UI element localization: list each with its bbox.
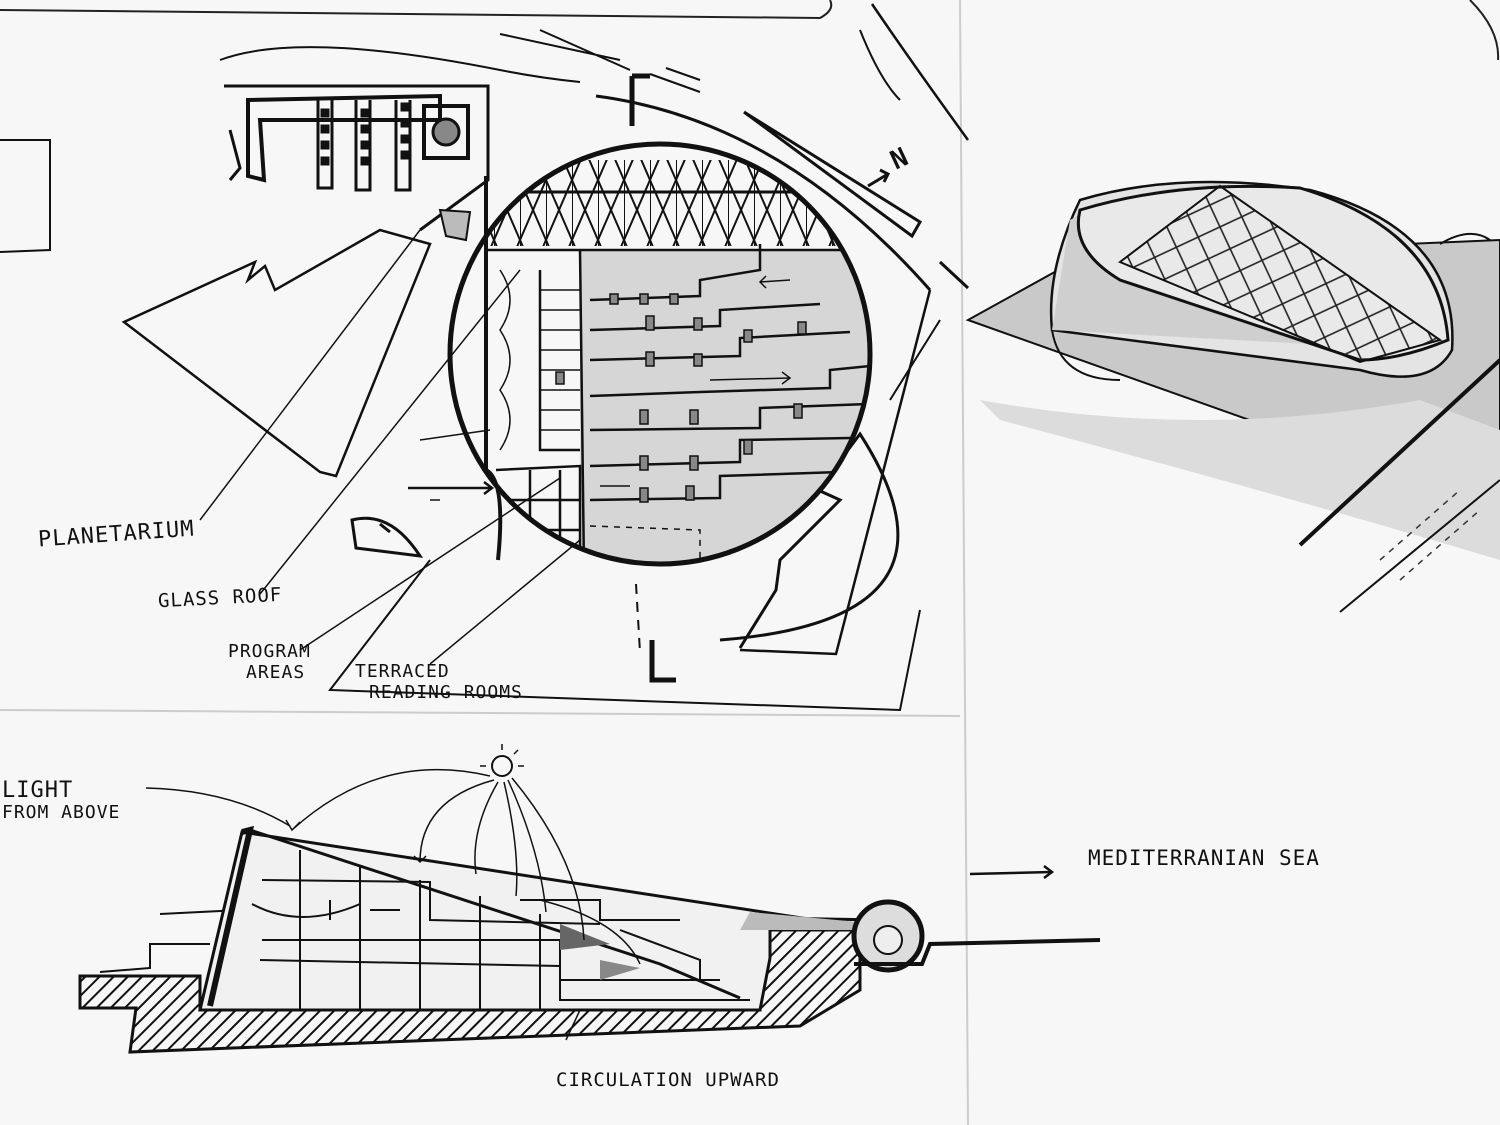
light-from-above-label: LIGHT FROM ABOVE (2, 778, 120, 824)
leader-lines (199, 229, 581, 665)
section-markers (629, 73, 676, 683)
mediterranean-sea-label: MEDITERRANIAN SEA (1088, 846, 1320, 870)
site-plan (0, 3, 970, 712)
terraced-reading-rooms-label: TERRACED READING ROOMS (355, 661, 523, 703)
building-section (78, 744, 1101, 1054)
terraced-line1: TERRACED (355, 661, 450, 682)
axonometric-view (965, 180, 1500, 613)
terraced-line2: READING ROOMS (369, 681, 523, 703)
program-areas-line2: AREAS (246, 661, 306, 683)
light-line2: FROM ABOVE (2, 802, 121, 824)
library-circle-plan (450, 144, 870, 564)
north-arrow-icon (867, 168, 891, 188)
program-areas-label: PROGRAM AREAS (228, 641, 311, 683)
library-drum-outline (447, 141, 873, 567)
light-line1: LIGHT (2, 778, 74, 803)
program-areas-line1: PROGRAM (228, 641, 311, 662)
circulation-upward-label: CIRCULATION UPWARD (556, 1069, 780, 1091)
